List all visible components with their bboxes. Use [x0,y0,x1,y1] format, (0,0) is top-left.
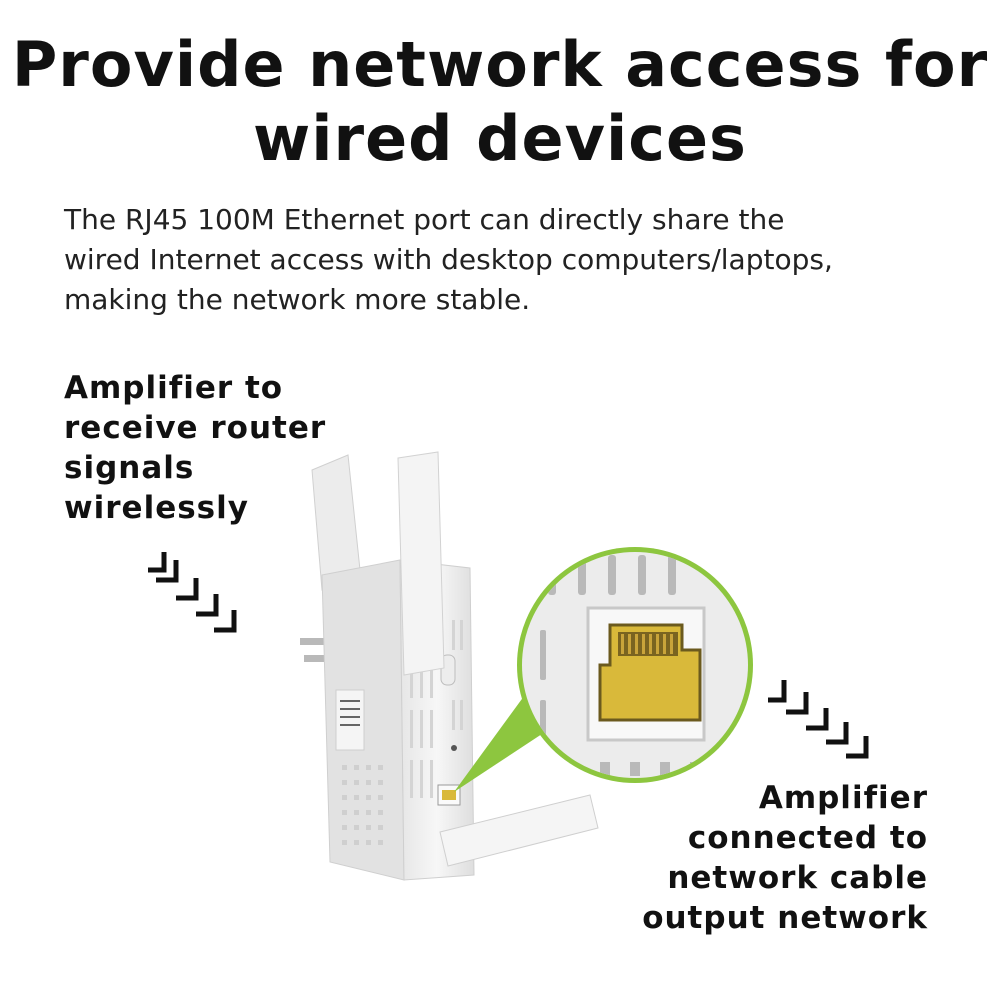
wired-signal-icon [768,680,869,759]
power-plug [300,638,330,645]
callout-left-line-1: Amplifier to [64,370,284,406]
description-line-3: making the network more stable. [64,283,531,316]
callout-right-line-2: connected to [687,820,928,856]
title-line-2: wired devices [253,102,747,175]
callout-right-line-3: network cable [667,860,928,896]
callout-wired-output: Amplifier connected to network cable out… [640,778,928,938]
callout-right-line-1: Amplifier [758,780,928,816]
front-antenna [397,451,445,676]
front-vent-slots [410,620,463,798]
wireless-signal-icon [148,552,237,633]
device-label-sticker [335,689,365,751]
ethernet-port-zoom [517,547,753,783]
title-line-1: Provide network access for [11,28,989,101]
page-title: Provide network access for wired devices [0,28,1000,176]
description: The RJ45 100M Ethernet port can directly… [64,200,964,320]
bottom-antenna [439,794,599,867]
zoom-connector [454,692,548,792]
callout-left-line-4: wirelessly [64,490,249,526]
callout-wireless-receive: Amplifier to receive router signals wire… [64,368,334,528]
description-line-2: wired Internet access with desktop compu… [64,243,833,276]
reset-pinhole [451,745,457,751]
callout-left-line-2: receive router [64,410,327,446]
wps-button [440,654,456,686]
description-line-1: The RJ45 100M Ethernet port can directly… [64,203,785,236]
callout-right-line-4: output network [642,900,928,936]
wifi-extender-device [300,451,599,881]
callout-left-line-3: signals [64,450,195,486]
side-vent-grid [342,765,383,845]
